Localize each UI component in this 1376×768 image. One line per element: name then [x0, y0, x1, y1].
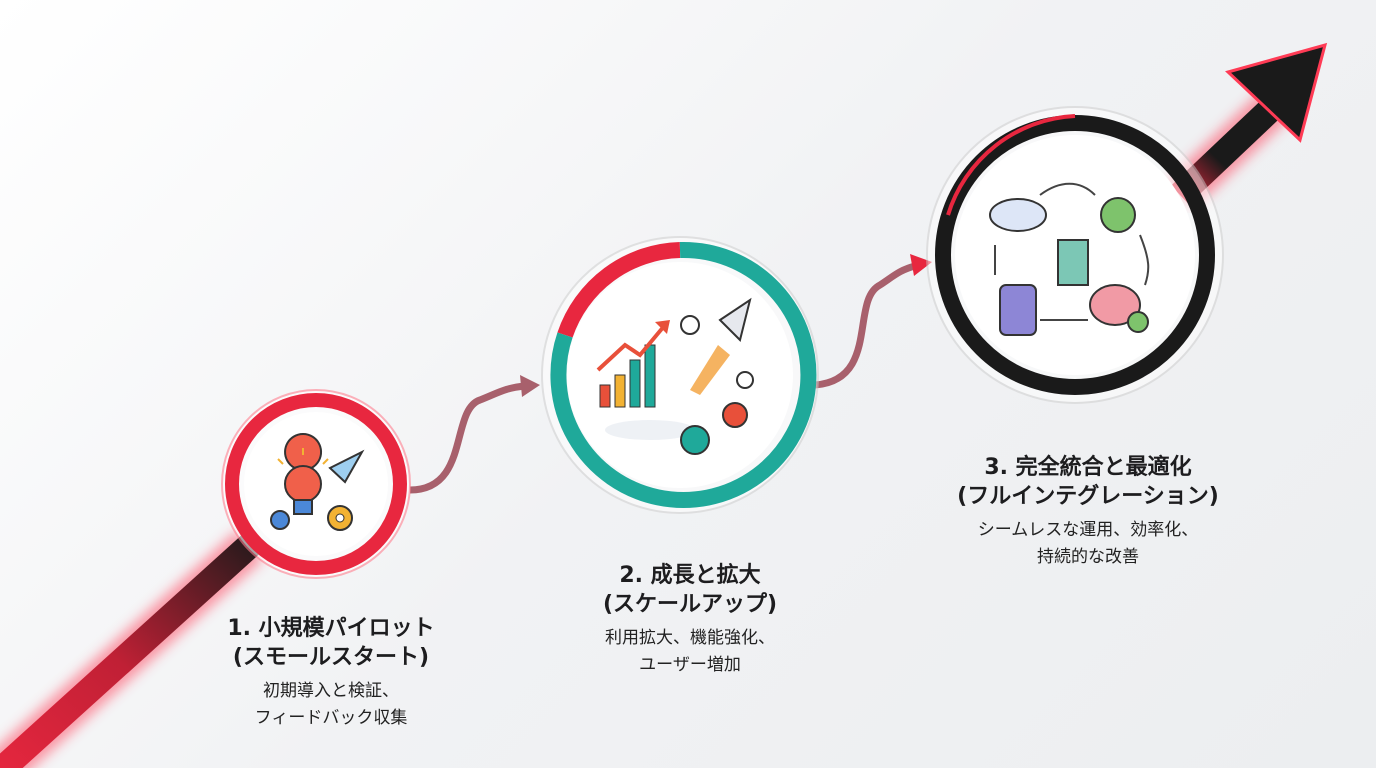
stage-1-desc-line1: 初期導入と検証、: [262, 681, 399, 701]
stage-2-circle: [541, 236, 819, 514]
stage-1-label: 1. 小規模パイロット (スモールスタート) 初期導入と検証、 フィードバック収…: [227, 614, 434, 732]
stage-1-title: 1. 小規模パイロット (スモールスタート): [227, 614, 434, 672]
connector-1-2: [409, 375, 540, 494]
stage-1-title-line1: 1. 小規模パイロット: [227, 616, 435, 641]
stage-2-title: 2. 成長と拡大 (スケールアップ): [603, 561, 777, 619]
connector-2-3: [814, 254, 932, 389]
cloud-database-brain-integration-icon: [989, 182, 1150, 336]
lightbulb-gears-paper-plane-icon: [270, 433, 365, 531]
stage-2-title-line2: (スケールアップ): [602, 592, 778, 617]
stage-2-desc-line1: 利用拡大、機能強化、: [605, 628, 775, 648]
stage-1-circle: [221, 389, 411, 579]
stage-3-description: シームレスな運用、効率化、 持続的な改善: [957, 517, 1219, 571]
stage-3-title-line2: (フルインテグレーション): [957, 484, 1219, 509]
stage-3-title-line1: 3. 完全統合と最適化: [984, 455, 1192, 480]
rising-arrow-start: [0, 530, 264, 768]
stage-3-label: 3. 完全統合と最適化 (フルインテグレーション) シームレスな運用、効率化、 …: [957, 453, 1219, 571]
stage-2-desc-line2: ユーザー増加: [639, 655, 741, 675]
stage-1-title-line2: (スモールスタート): [232, 645, 430, 670]
stage-2-label: 2. 成長と拡大 (スケールアップ) 利用拡大、機能強化、 ユーザー増加: [603, 561, 777, 679]
stage-2-title-line1: 2. 成長と拡大: [619, 563, 761, 588]
rocket-growth-chart-icon: [596, 297, 754, 455]
stage-3-desc-line1: シームレスな運用、効率化、: [977, 520, 1199, 540]
stage-3-desc-line2: 持続的な改善: [1036, 547, 1139, 567]
stage-1-description: 初期導入と検証、 フィードバック収集: [227, 678, 434, 732]
rising-arrow-end: [1166, 42, 1328, 210]
stage-2-description: 利用拡大、機能強化、 ユーザー増加: [603, 625, 777, 679]
stage-1-desc-line2: フィードバック収集: [254, 708, 408, 728]
stage-3-circle: [926, 106, 1224, 404]
stage-3-title: 3. 完全統合と最適化 (フルインテグレーション): [957, 453, 1219, 511]
